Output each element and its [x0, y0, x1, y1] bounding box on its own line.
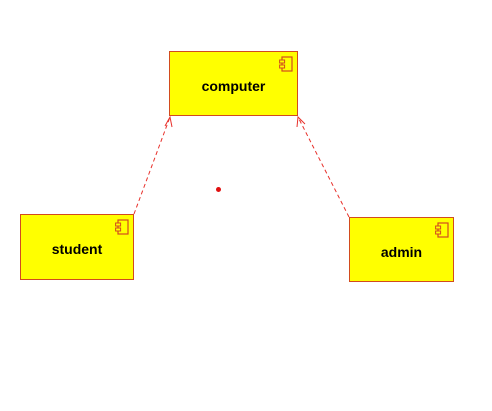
- component-label: student: [51, 241, 103, 257]
- marker-dot: [216, 187, 221, 192]
- component-icon: [115, 219, 129, 235]
- dependency-admin-to-computer[interactable]: [296, 115, 350, 218]
- component-label: admin: [380, 243, 423, 260]
- component-icon: [279, 56, 293, 72]
- component-icon: [435, 222, 449, 238]
- dependency-student-to-computer[interactable]: [133, 115, 173, 215]
- component-computer[interactable]: computer: [169, 51, 298, 116]
- component-label: computer: [201, 77, 266, 94]
- component-admin[interactable]: admin: [349, 217, 454, 282]
- component-student[interactable]: student: [20, 214, 134, 280]
